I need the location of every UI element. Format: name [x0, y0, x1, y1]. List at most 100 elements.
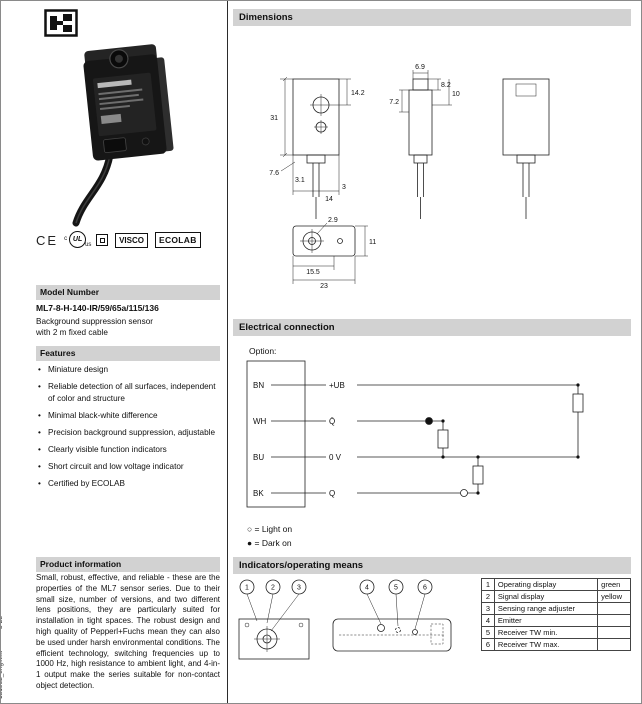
left-column: CE c UL us VISCO ECOLAB Model Number ML7… [36, 1, 220, 703]
row-value: green [597, 578, 631, 591]
wire-code: BN [253, 381, 264, 390]
indicators-header: Indicators/operating means [233, 557, 631, 574]
dim-label: 8.2 [441, 82, 451, 89]
ce-mark: CE [36, 232, 59, 248]
model-description-line2: with 2 m fixed cable [36, 328, 108, 337]
wire-code: WH [253, 417, 267, 426]
dimensions-drawing: 31 14.2 7.6 3.1 14 3 [269, 64, 550, 290]
table-row: 4 Emitter [481, 614, 631, 627]
model-description-line1: Background suppression sensor [36, 317, 153, 326]
dim-label: 2.9 [328, 217, 338, 224]
callout-number: 1 [245, 585, 249, 592]
row-value [597, 638, 631, 651]
right-column: Dimensions 31 [233, 1, 631, 703]
row-label: Signal display [493, 590, 599, 603]
indicator-front-view [238, 618, 310, 660]
row-number: 1 [481, 578, 495, 591]
table-row: 1 Operating display green [481, 578, 631, 591]
electrical-connection-diagram: Option: BN +UB WH Q̄ BU 0 V BK Q [246, 346, 584, 508]
wire-signal: 0 V [329, 453, 342, 462]
row-value [597, 626, 631, 639]
dim-label: 31 [270, 115, 278, 122]
ul-us-label: us [85, 242, 92, 248]
ul-listed-icon: c UL us [64, 230, 92, 250]
dimensions-header: Dimensions [233, 9, 631, 26]
pepperl-fuchs-logo-icon [44, 9, 78, 42]
side-view: 6.9 7.2 8.2 10 [389, 64, 460, 219]
dim-label: 7.6 [269, 170, 279, 177]
dim-label: 11 [369, 239, 376, 246]
product-photo [54, 27, 204, 232]
option-label: Option: [249, 346, 276, 356]
visco-mark: VISCO [115, 232, 148, 248]
table-row: 5 Receiver TW min. [481, 626, 631, 639]
certification-marks: CE c UL us VISCO ECOLAB [36, 225, 220, 255]
indicator-top-view [332, 618, 452, 652]
row-label: Sensing range adjuster [493, 602, 599, 615]
dim-label: 7.2 [389, 99, 399, 106]
row-value [597, 614, 631, 627]
feature-item: Short circuit and low voltage indicator [38, 461, 218, 473]
light-on-symbol [460, 489, 468, 497]
row-number: 5 [481, 626, 495, 639]
wire-signal: +UB [329, 381, 345, 390]
table-row: 2 Signal display yellow [481, 590, 631, 603]
side-filename-text: 18190L_eng.xml [0, 650, 4, 699]
callout-number: 4 [365, 585, 369, 592]
callout-circles: 1 2 3 4 5 6 [239, 579, 433, 595]
row-number: 2 [481, 590, 495, 603]
features-header: Features [36, 346, 220, 361]
protection-class-ii-icon [96, 234, 109, 246]
table-row: 3 Sensing range adjuster [481, 602, 631, 615]
feature-item: Clearly visible function indicators [38, 444, 218, 456]
features-list: Miniature design Reliable detection of a… [38, 364, 218, 495]
product-information-header: Product information [36, 557, 220, 572]
model-number-header: Model Number [36, 285, 220, 300]
feature-item: Precision background suppression, adjust… [38, 427, 218, 439]
callout-number: 6 [423, 585, 427, 592]
side-release-date-text: 5-23 [0, 615, 4, 629]
ul-c-label: c [64, 236, 68, 242]
load-q [460, 455, 484, 497]
table-row: 6 Receiver TW max. [481, 638, 631, 651]
row-label: Receiver TW max. [493, 638, 599, 651]
model-number-value: ML7-8-H-140-IR/59/65a/115/136 [36, 303, 159, 313]
row-value: yellow [597, 590, 631, 603]
row-number: 4 [481, 614, 495, 627]
feature-item: Certified by ECOLAB [38, 478, 218, 490]
row-label: Operating display [493, 578, 599, 591]
feature-item: Miniature design [38, 364, 218, 376]
legend-dark-on: ● = Dark on [247, 538, 292, 548]
indicators-drawing: 1 2 3 4 5 6 [238, 579, 452, 660]
wire-signal: Q [329, 489, 335, 498]
row-label: Emitter [493, 614, 599, 627]
dim-label: 3 [342, 184, 346, 191]
dim-label: 23 [320, 283, 328, 290]
dim-label: 3.1 [295, 177, 305, 184]
ul-label: UL [69, 231, 87, 248]
dark-on-symbol [425, 417, 433, 425]
dim-label: 15.5 [306, 269, 320, 276]
callout-number: 3 [297, 585, 301, 592]
rear-view [502, 78, 550, 219]
row-number: 6 [481, 638, 495, 651]
dim-label: 14.2 [351, 90, 365, 97]
callout-number: 5 [394, 585, 398, 592]
dim-label: 10 [452, 91, 460, 98]
feature-item: Reliable detection of all surfaces, inde… [38, 381, 218, 404]
supply-load [572, 383, 584, 459]
dim-label: 14 [325, 196, 333, 203]
dim-label: 6.9 [415, 64, 425, 71]
row-value [597, 602, 631, 615]
load-q-bar [425, 417, 449, 459]
callout-number: 2 [271, 585, 275, 592]
legend-light-on: ○ = Light on [247, 524, 293, 534]
product-information-text: Small, robust, effective, and reliable -… [36, 573, 220, 690]
wire-signal: Q̄ [329, 417, 335, 426]
row-number: 3 [481, 602, 495, 615]
bottom-view: 2.9 15.5 23 11 [292, 217, 376, 290]
front-view: 31 14.2 7.6 3.1 14 3 [269, 76, 365, 219]
ecolab-mark: ECOLAB [154, 232, 201, 248]
feature-item: Minimal black-white difference [38, 410, 218, 422]
